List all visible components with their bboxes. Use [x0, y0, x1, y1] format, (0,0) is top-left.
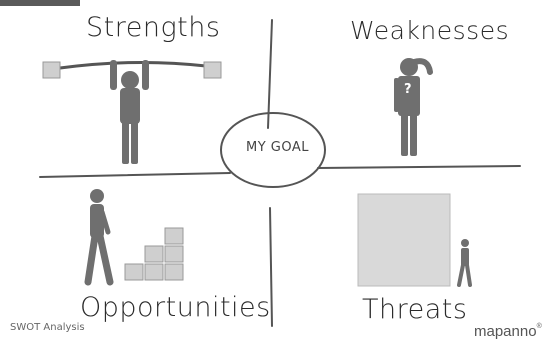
- brand-name: mapanno: [474, 323, 537, 340]
- weakness-question-mark: ?: [404, 82, 412, 97]
- brand-mark: ®: [536, 323, 542, 330]
- corner-tab: [0, 0, 80, 6]
- opportunities-title: Opportunities: [80, 292, 271, 323]
- threats-icon: [357, 193, 472, 287]
- weaknesses-icon: [394, 58, 433, 156]
- horizontal-divider: [39, 165, 521, 178]
- brand-logo: mapanno®: [474, 323, 542, 340]
- strengths-icon: [42, 60, 222, 164]
- vertical-divider: [267, 19, 273, 327]
- strengths-title: Strengths: [86, 12, 221, 43]
- opportunities-steps: [124, 227, 184, 281]
- threats-title: Threats: [362, 294, 468, 325]
- weaknesses-title: Weaknesses: [350, 16, 510, 45]
- goal-circle: [220, 112, 326, 188]
- footer-caption: SWOT Analysis: [10, 322, 85, 333]
- goal-label: MY GOAL: [246, 140, 310, 155]
- opportunities-icon: [84, 189, 114, 286]
